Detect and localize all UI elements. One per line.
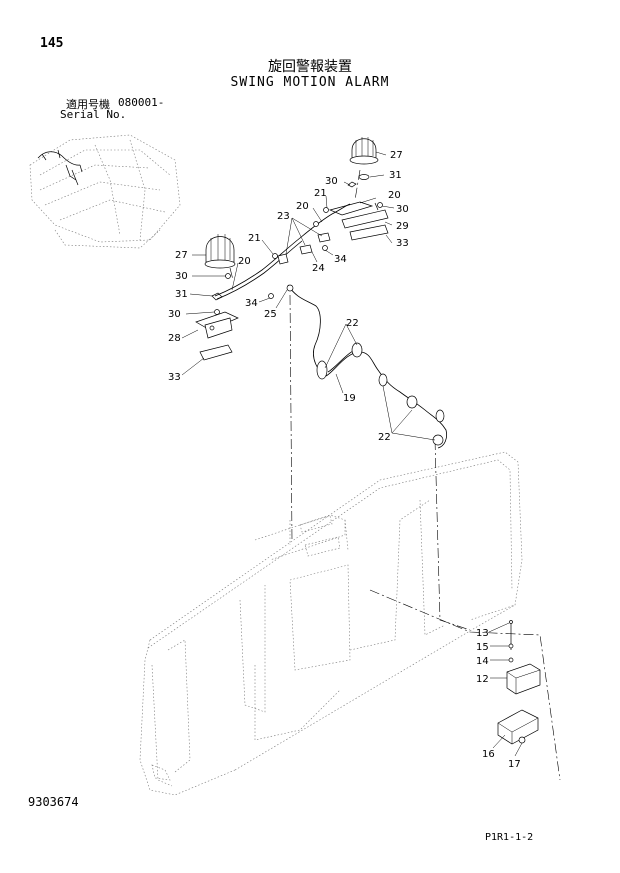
callout-23: 23 — [277, 211, 290, 222]
callout-30-left-lower: 30 — [168, 309, 181, 320]
callout-25: 25 — [264, 309, 277, 320]
callout-21-left: 21 — [248, 233, 261, 244]
alarm-buzzer-assembly — [497, 620, 541, 745]
callout-22-upper: 22 — [346, 318, 359, 329]
title-japanese: 旋回警報装置 — [268, 59, 352, 75]
callout-24: 24 — [312, 263, 325, 274]
callout-28: 28 — [168, 333, 181, 344]
callout-15: 15 — [476, 642, 489, 653]
callout-16: 16 — [482, 749, 495, 760]
callout-30-upper-left: 30 — [325, 176, 338, 187]
page-number: 145 — [40, 36, 64, 51]
callout-33-upper: 33 — [396, 238, 409, 249]
callout-29: 29 — [396, 221, 409, 232]
beacon-lamp-upper — [323, 137, 389, 241]
wire-harness — [214, 203, 447, 449]
callout-30-upper-right: 30 — [396, 204, 409, 215]
leader-lines — [229, 169, 561, 781]
callout-20-upper-right: 20 — [388, 190, 401, 201]
callout-34-left: 34 — [245, 298, 258, 309]
callout-20-left: 20 — [238, 256, 251, 267]
page-code: P1R1-1-2 — [485, 832, 534, 843]
callout-34-right: 34 — [334, 254, 347, 265]
callout-labels: 27 31 30 21 20 20 30 23 29 21 33 27 24 3… — [168, 150, 521, 770]
serial-value: 080001- — [118, 96, 165, 109]
callout-31-upper: 31 — [389, 170, 402, 181]
serial-label-japanese: 適用号機 — [66, 98, 110, 111]
machine-location-thumbnail — [29, 134, 181, 249]
serial-label-english: Serial No. — [60, 108, 127, 121]
callout-27-left: 27 — [175, 250, 188, 261]
callout-27-upper: 27 — [390, 150, 403, 161]
drawing-number: 9303674 — [28, 795, 79, 809]
callout-17: 17 — [508, 759, 521, 770]
callout-20-upper-mid: 20 — [296, 201, 309, 212]
title-english: SWING MOTION ALARM — [230, 75, 390, 90]
callout-30-left-upper: 30 — [175, 271, 188, 282]
callout-13: 13 — [476, 628, 489, 639]
beacon-lamp-left — [195, 234, 239, 361]
counterweight-outline — [139, 451, 523, 796]
callout-31-left: 31 — [175, 289, 188, 300]
callout-14: 14 — [476, 656, 489, 667]
callout-12: 12 — [476, 674, 489, 685]
callout-22-lower: 22 — [378, 432, 391, 443]
callout-33-left: 33 — [168, 372, 181, 383]
callout-19: 19 — [343, 393, 356, 404]
callout-21-upper: 21 — [314, 188, 327, 199]
callout-leaders — [181, 151, 523, 757]
